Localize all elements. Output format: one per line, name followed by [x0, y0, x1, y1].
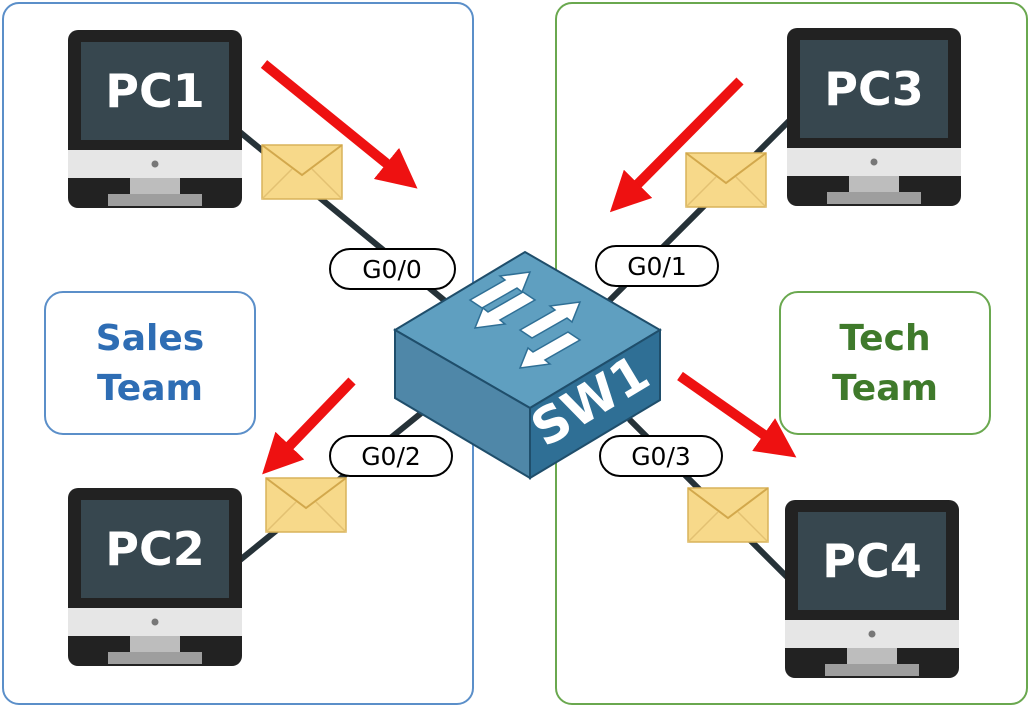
pc3: PC3 — [787, 28, 961, 206]
pc2-label: PC2 — [105, 522, 204, 576]
port-g0-0-label: G0/0 — [362, 255, 422, 284]
pc3-label: PC3 — [824, 62, 923, 116]
pc4-label: PC4 — [822, 534, 921, 588]
traffic-arrows — [260, 60, 797, 475]
arrow-icon — [677, 371, 797, 458]
port-g0-1: G0/1 — [595, 245, 719, 287]
computer-icon — [68, 488, 242, 666]
pc1: PC1 — [68, 30, 242, 208]
port-g0-1-label: G0/1 — [627, 252, 687, 281]
computer-icon — [787, 28, 961, 206]
port-g0-2-label: G0/2 — [361, 442, 421, 471]
switch-icon: SW1 — [393, 250, 662, 480]
envelope-icon — [261, 144, 343, 200]
computer-icon — [785, 500, 959, 678]
tech-team-line1: Tech — [839, 318, 930, 359]
sales-team-line1: Sales — [96, 318, 204, 359]
envelope-icon — [265, 477, 347, 533]
pc2: PC2 — [68, 488, 242, 666]
envelope-icon — [685, 152, 767, 208]
arrow-icon — [609, 77, 744, 213]
arrow-icon — [260, 60, 418, 189]
arrow-icon — [262, 377, 356, 475]
port-g0-0: G0/0 — [329, 248, 456, 290]
sales-team-line2: Team — [97, 368, 203, 409]
sales-team-label: Sales Team — [44, 291, 256, 435]
tech-team-label: Tech Team — [779, 291, 991, 435]
tech-team-line2: Team — [832, 368, 938, 409]
envelope-icon — [687, 487, 769, 543]
port-g0-3: G0/3 — [599, 435, 723, 477]
port-g0-3-label: G0/3 — [631, 442, 691, 471]
port-g0-2: G0/2 — [329, 435, 453, 477]
pc1-label: PC1 — [105, 64, 204, 118]
pc4: PC4 — [785, 500, 959, 678]
computer-icon — [68, 30, 242, 208]
